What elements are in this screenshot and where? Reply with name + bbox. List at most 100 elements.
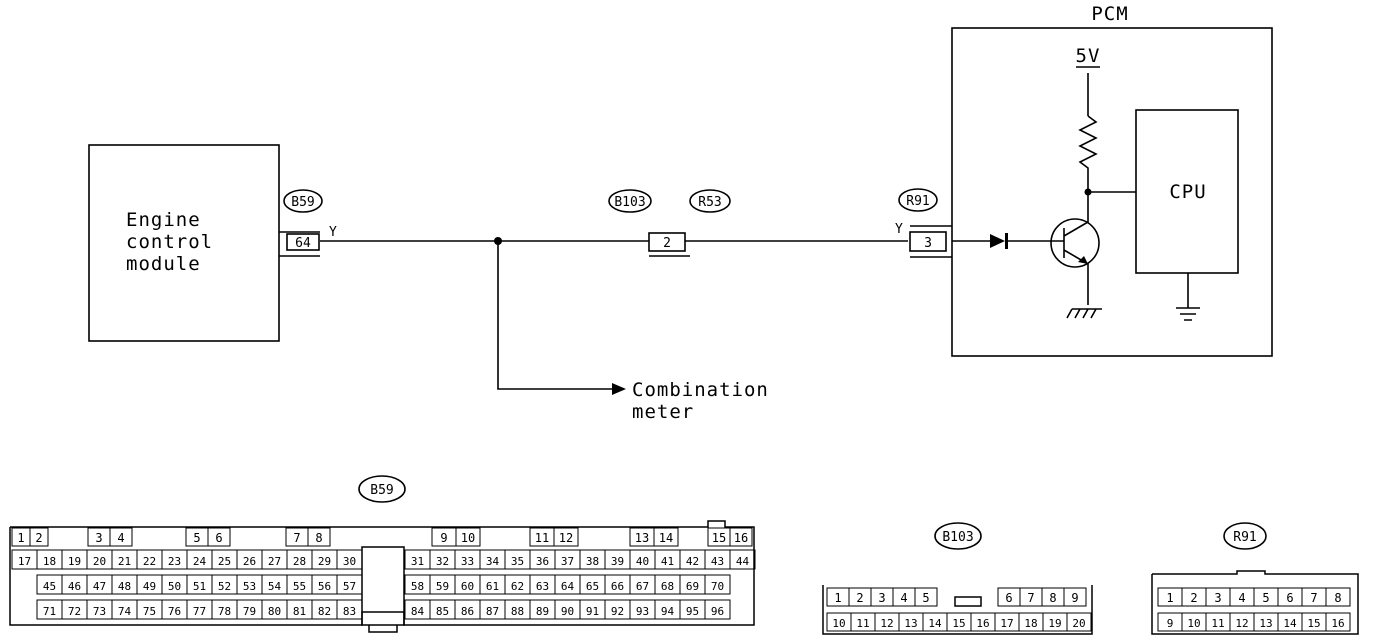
b103-badge	[608, 189, 652, 213]
b59-row1-pin-label: 3	[95, 531, 102, 545]
r91-face-badge	[1223, 522, 1267, 550]
r91-row1-cell	[1325, 587, 1351, 607]
b59-row4-pin-label: 80	[268, 605, 281, 618]
r91-row2-cell	[1325, 612, 1351, 632]
b59-row4-pin-label: 89	[536, 605, 549, 618]
b103-row2-pin-label: 19	[1048, 617, 1061, 630]
b59-row4-pin-label: 91	[586, 605, 599, 618]
b103-row1-pin-label: 1	[834, 591, 841, 605]
pcm-title: PCM	[1091, 3, 1128, 25]
cpu-label: CPU	[1169, 181, 1206, 203]
b59-row3-pin-label: 51	[193, 580, 206, 593]
b103-row2-pin-label: 12	[880, 617, 893, 630]
b103-row1-pin-label: 5	[922, 591, 929, 605]
b59-row3-pin-label: 66	[611, 580, 624, 593]
b103-row2-pin-label: 15	[952, 617, 965, 630]
b103-row2-pin-label: 18	[1024, 617, 1037, 630]
b59-row1-pin-label: 13	[635, 531, 649, 545]
r91-pin-number: 3	[924, 236, 932, 251]
b59-row1-pin-label: 7	[293, 531, 300, 545]
b59-badge-label: B59	[291, 195, 314, 210]
b59-row3-pin-label: 56	[318, 580, 331, 593]
b59-row2-pin-label: 22	[143, 555, 156, 568]
r91-row2-pin-label: 9	[1167, 617, 1174, 630]
b59-row3-pin-label: 45	[43, 580, 56, 593]
b103-face-outline	[822, 585, 1093, 635]
b103-row1-pin-label: 8	[1049, 591, 1056, 605]
b59-row4-pin-label: 87	[486, 605, 499, 618]
b59-row4-pin-label: 73	[93, 605, 106, 618]
b59-row1-pin-label: 14	[659, 531, 673, 545]
b59-row2-pin-label: 40	[636, 555, 649, 568]
b59-row1-pin-label: 16	[734, 531, 748, 545]
b59-row1-pin-label: 12	[559, 531, 573, 545]
pullup-resistor	[1078, 115, 1098, 190]
b59-row3-pin-label: 63	[536, 580, 549, 593]
b59-row4-pin-label: 85	[436, 605, 449, 618]
diode-icon	[990, 234, 1005, 248]
b59-row1-pin-label: 1	[17, 531, 24, 545]
b59-row2-pin-label: 19	[68, 555, 81, 568]
b103-pin-number: 2	[663, 236, 671, 251]
b59-row1-cell	[653, 527, 679, 547]
b59-row2-pin-label: 25	[218, 555, 231, 568]
b59-row3-cell	[704, 574, 731, 595]
b59-row3-pin-label: 59	[436, 580, 449, 593]
b59-row3-pin-label: 67	[636, 580, 649, 593]
b59-row2-pin-label: 44	[736, 555, 750, 568]
r91-row1-pin-label: 5	[1262, 591, 1269, 605]
b59-row4-pin-label: 81	[293, 605, 306, 618]
b59-row2-pin-label: 20	[93, 555, 106, 568]
b59-row4-pin-label: 95	[686, 605, 699, 618]
b59-badge	[283, 189, 323, 213]
b103-row2-pin-label: 17	[1000, 617, 1013, 630]
branch-label-line2: meter	[632, 401, 694, 423]
b59-row2-pin-label: 43	[711, 555, 724, 568]
r53-badge-label: R53	[698, 195, 721, 210]
b59-row2-pin-label: 35	[511, 555, 524, 568]
b59-row1-cell	[455, 527, 481, 547]
b59-row3-pin-label: 70	[711, 580, 724, 593]
b59-row3-pin-label: 58	[411, 580, 424, 593]
b59-row4-cell	[336, 599, 363, 620]
b59-row3-pin-label: 46	[68, 580, 81, 593]
b59-row3-pin-label: 61	[486, 580, 499, 593]
junction-dot	[494, 237, 502, 245]
r91-row2-pin-label: 16	[1331, 617, 1344, 630]
r91-face-outline	[1151, 570, 1359, 635]
b59-row3-pin-label: 69	[686, 580, 699, 593]
r91-row1-pin-label: 4	[1238, 591, 1245, 605]
r91-row1-pin-label: 2	[1190, 591, 1197, 605]
b59-row3-pin-label: 53	[243, 580, 256, 593]
b59-row1-pin-label: 9	[440, 531, 447, 545]
b103-face-badge	[934, 522, 982, 550]
b59-row1-cell	[553, 527, 579, 547]
b59-row1-pin-label: 4	[117, 531, 124, 545]
b59-row2-pin-label: 28	[293, 555, 306, 568]
transistor-icon	[1050, 218, 1100, 268]
b103-row1-cell	[1063, 587, 1087, 607]
b103-row2-pin-label: 10	[832, 617, 845, 630]
b59-row2-pin-label: 17	[18, 555, 31, 568]
b59-row2-pin-label: 41	[661, 555, 674, 568]
ecm-pin-box	[286, 233, 320, 251]
r53-badge	[689, 189, 731, 213]
b59-row4-pin-label: 92	[611, 605, 624, 618]
b59-row1-cell	[29, 527, 49, 547]
r91-row1-pin-label: 3	[1214, 591, 1221, 605]
b59-row3-pin-label: 57	[343, 580, 356, 593]
b103-row2-pin-label: 14	[928, 617, 942, 630]
wire-color-right: Y	[895, 222, 903, 237]
b59-row4-pin-label: 84	[411, 605, 425, 618]
r91-row2-pin-label: 11	[1211, 617, 1224, 630]
b59-row1-pin-label: 10	[461, 531, 475, 545]
b59-row2-pin-label: 42	[686, 555, 699, 568]
b59-row1-pin-label: 8	[315, 531, 322, 545]
b59-row2-pin-label: 30	[343, 555, 356, 568]
b103-row2-pin-label: 11	[856, 617, 869, 630]
b59-row3-cell	[336, 574, 363, 595]
b59-row3-pin-label: 62	[511, 580, 524, 593]
ecm-box	[88, 144, 280, 342]
b103-row2-pin-label: 16	[976, 617, 989, 630]
